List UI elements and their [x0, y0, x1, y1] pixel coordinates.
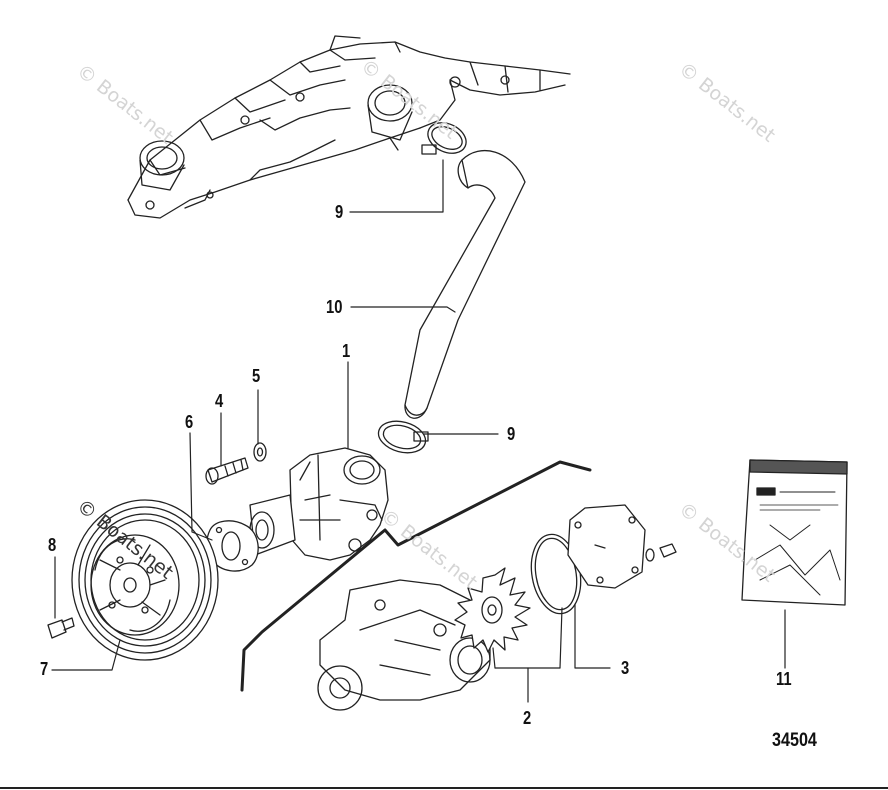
manifold-housing	[127, 35, 571, 219]
callout-11: 11	[776, 669, 792, 689]
cover-screw	[645, 543, 677, 562]
pulley	[71, 499, 219, 661]
figure-number: 34504	[772, 730, 817, 751]
pulley-bolt	[47, 617, 75, 639]
leader-lines	[51, 159, 786, 703]
callout-4: 4	[215, 391, 224, 411]
callout-3: 3	[621, 658, 630, 678]
kit-bag	[741, 459, 848, 606]
callout-10: 10	[326, 297, 343, 317]
bottom-border	[0, 787, 888, 789]
callout-5: 5	[252, 366, 261, 386]
lower-hose-clamp	[377, 420, 429, 454]
impeller	[454, 567, 531, 653]
callout-2: 2	[523, 708, 532, 728]
callout-6: 6	[185, 412, 194, 432]
seawater-pump	[317, 579, 491, 711]
callout-9-lower: 9	[507, 424, 516, 444]
callout-9-upper: 9	[335, 202, 344, 222]
upper-hose-clamp	[421, 122, 467, 155]
callout-8: 8	[48, 535, 57, 555]
callout-7: 7	[40, 659, 49, 679]
hose	[404, 150, 526, 419]
callout-1: 1	[342, 341, 351, 361]
cover-plate	[567, 504, 646, 589]
washer	[253, 442, 267, 462]
divider-line	[240, 460, 592, 692]
bolt	[205, 457, 249, 485]
